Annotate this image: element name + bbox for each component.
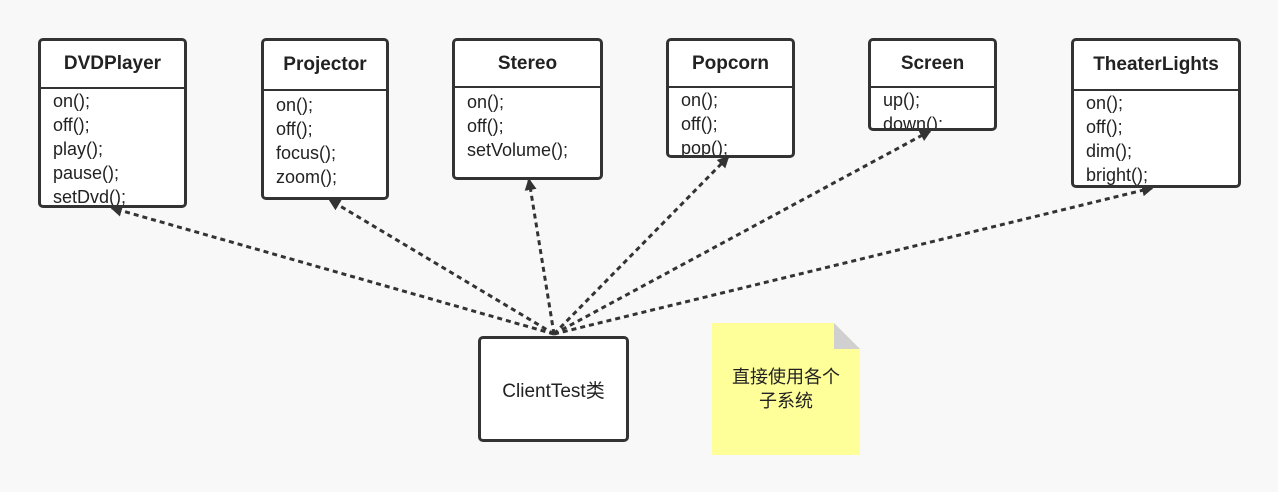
method-item: bright(); <box>1086 165 1149 185</box>
method-item: up(); <box>883 90 921 110</box>
method-item: off(); <box>681 114 718 134</box>
dependency-arrow-theaterlights <box>553 184 1154 336</box>
method-item: pause(); <box>53 163 120 183</box>
class-theaterlights[interactable]: TheaterLights on(); off(); dim(); bright… <box>1071 38 1241 188</box>
class-popcorn[interactable]: Popcorn on(); off(); pop(); <box>666 38 795 158</box>
method-item: setVolume(); <box>467 140 569 160</box>
method-item: off(); <box>1086 117 1123 137</box>
method-item: on(); <box>276 95 314 115</box>
dependency-arrow-stereo <box>524 178 556 335</box>
method-list: on(); off(); pop(); <box>669 88 792 158</box>
dependency-arrow-projector <box>328 198 555 336</box>
method-item: play(); <box>53 139 104 159</box>
class-screen[interactable]: Screen up(); down(); <box>868 38 997 131</box>
method-list: on(); off(); dim(); bright(); <box>1074 91 1238 185</box>
method-item: zoom(); <box>276 167 338 187</box>
class-title: TheaterLights <box>1074 41 1238 91</box>
dependency-arrow-screen <box>553 129 932 336</box>
method-item: on(); <box>681 90 719 110</box>
method-list: on(); off(); play(); pause(); setDvd(); <box>41 89 184 207</box>
method-list: on(); off(); setVolume(); <box>455 88 600 162</box>
class-stereo[interactable]: Stereo on(); off(); setVolume(); <box>452 38 603 180</box>
method-item: on(); <box>467 92 505 112</box>
method-item: focus(); <box>276 143 337 163</box>
class-projector[interactable]: Projector on(); off(); focus(); zoom(); <box>261 38 389 200</box>
method-item: off(); <box>467 116 504 136</box>
method-item: down(); <box>883 114 944 131</box>
method-item: pop(); <box>681 138 729 158</box>
client-label: ClientTest类 <box>502 380 605 402</box>
note-text: 直接使用各个子系统 <box>732 367 840 411</box>
dependency-arrow-dvdplayer <box>110 204 555 336</box>
class-title: Screen <box>871 41 994 88</box>
method-item: dim(); <box>1086 141 1132 161</box>
class-title: DVDPlayer <box>41 41 184 89</box>
method-item: off(); <box>276 119 313 139</box>
method-item: off(); <box>53 115 90 135</box>
class-title: Stereo <box>455 41 600 88</box>
method-item: setDvd(); <box>53 187 127 207</box>
dependency-arrow-popcorn <box>552 155 730 336</box>
method-item: on(); <box>1086 93 1124 113</box>
class-title: Projector <box>264 41 386 91</box>
client-test-class[interactable]: ClientTest类 <box>478 336 629 442</box>
class-dvdplayer[interactable]: DVDPlayer on(); off(); play(); pause(); … <box>38 38 187 208</box>
class-title: Popcorn <box>669 41 792 88</box>
method-list: up(); down(); <box>871 88 994 131</box>
method-item: on(); <box>53 91 91 111</box>
method-list: on(); off(); focus(); zoom(); <box>264 91 386 189</box>
